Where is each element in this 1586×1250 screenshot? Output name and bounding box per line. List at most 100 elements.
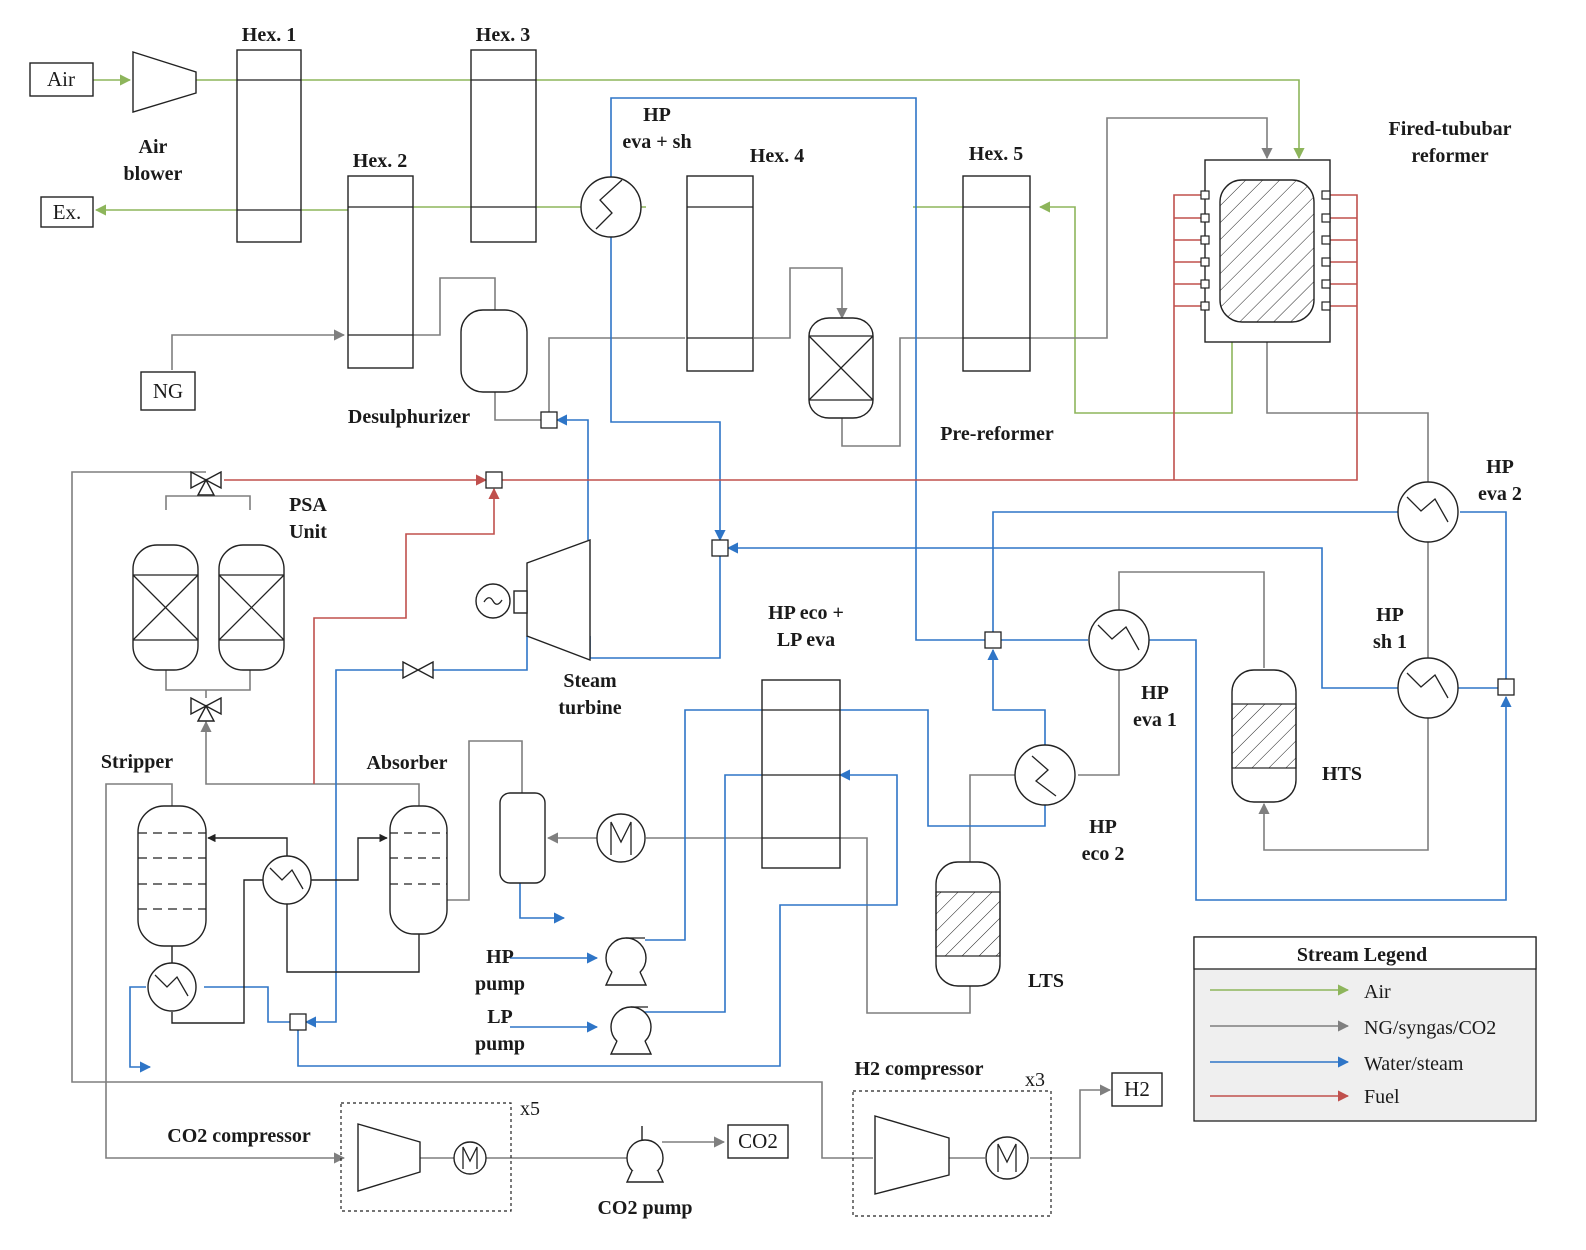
lean-rich-heat-exchanger (262, 855, 312, 905)
svg-text:H2: H2 (1124, 1077, 1150, 1101)
hp-eva-sh-heat-exchanger (580, 176, 642, 238)
hp-eco-lp-eva-exchanger (761, 679, 841, 869)
desulphurizer-vessel (460, 309, 528, 393)
hts-reactor (1231, 669, 1297, 803)
cooler-co2 (453, 1141, 487, 1175)
svg-text:Air: Air (1364, 981, 1391, 1003)
hex-5 (962, 175, 1031, 372)
hp-eva-2-heat-exchanger (1397, 481, 1459, 543)
lp-pump-label-1: LP (487, 1006, 513, 1028)
reformer-label-2: reformer (1411, 145, 1488, 167)
three-way-valve-top (190, 470, 222, 496)
steam-turbine-label-2: turbine (558, 697, 621, 719)
steam-turbine-label-1: Steam (563, 670, 617, 692)
legend-item-gas: NG/syngas/CO2 (1210, 1017, 1496, 1039)
stripper-label: Stripper (101, 751, 173, 773)
hp-eva-1-label-2: eva 1 (1133, 709, 1177, 731)
steam-valve (402, 660, 434, 680)
hex-4 (686, 175, 754, 372)
absorber-label: Absorber (366, 752, 447, 774)
hp-sh-1-heat-exchanger (1397, 657, 1459, 719)
hp-eva-2-label-1: HP (1486, 456, 1514, 478)
lp-pump-label-2: pump (475, 1033, 525, 1055)
cooler-h2 (985, 1136, 1029, 1180)
hts-label: HTS (1322, 763, 1362, 785)
hp-eva-1-heat-exchanger (1088, 609, 1150, 671)
hp-sh-1-label-2: sh 1 (1373, 631, 1407, 653)
svg-text:Air: Air (47, 67, 75, 91)
h2-compressor-label: H2 compressor (854, 1058, 983, 1080)
hex-2-label: Hex. 2 (353, 150, 407, 172)
co2-compressor-label: CO2 compressor (167, 1125, 311, 1147)
psa-column-left (132, 544, 199, 671)
h2-outlet-box: H2 (1111, 1072, 1163, 1107)
h2-compressor-stages: x3 (1025, 1069, 1045, 1091)
air-blower-label-2: blower (124, 163, 183, 185)
hex-3-label: Hex. 3 (476, 24, 530, 46)
svg-text:Ex.: Ex. (53, 200, 82, 224)
hex-4-label: Hex. 4 (750, 145, 804, 167)
hex-1 (236, 49, 302, 243)
three-way-valve-bottom (190, 696, 222, 722)
hex-1-label: Hex. 1 (242, 24, 296, 46)
co2-compressor-stages: x5 (520, 1098, 540, 1120)
pre-reformer-label: Pre-reformer (940, 423, 1054, 445)
hex-3 (470, 49, 537, 243)
hp-pump-label-1: HP (486, 946, 514, 968)
hp-eco-2-heat-exchanger (1014, 744, 1076, 806)
lp-pump (609, 1006, 653, 1055)
legend-item-fuel: Fuel (1210, 1086, 1400, 1108)
hp-eco-lp-eva-label-1: HP eco + (768, 602, 844, 624)
svg-text:NG/syngas/CO2: NG/syngas/CO2 (1364, 1017, 1496, 1039)
hp-pump (604, 937, 648, 986)
psa-unit-label-2: Unit (289, 521, 327, 543)
psa-column-right (218, 544, 285, 671)
air-inlet-box: Air (29, 62, 94, 97)
reformer-label-1: Fired-tububar (1389, 118, 1512, 140)
hp-eva-2-label-2: eva 2 (1478, 483, 1522, 505)
svg-text:Water/steam: Water/steam (1364, 1053, 1464, 1075)
fuel-streams (224, 194, 1358, 784)
gas-streams (71, 117, 1429, 1164)
labels: Hex. 1 Hex. 3 Hex. 2 Hex. 4 Hex. 5 Air b… (101, 24, 1522, 1219)
co2-pump (625, 1139, 665, 1183)
solvent-loop (171, 833, 643, 1142)
desulphurizer-label: Desulphurizer (348, 406, 470, 428)
stream-legend: Stream Legend Air NG/syngas/CO2 Water/st… (1193, 936, 1537, 1122)
legend-title: Stream Legend (1297, 944, 1427, 966)
legend-item-air: Air (1210, 981, 1391, 1003)
flash-separator (499, 792, 546, 884)
cooler-syngas (596, 813, 646, 863)
co2-compressor-group (340, 1102, 512, 1212)
co2-outlet-box: CO2 (727, 1124, 789, 1159)
hp-eco-lp-eva-label-2: LP eva (777, 629, 835, 651)
hp-eva-sh-label-1: HP (643, 104, 671, 126)
legend-item-water: Water/steam (1210, 1053, 1464, 1075)
svg-text:NG: NG (153, 379, 183, 403)
water-streams (129, 97, 1512, 1073)
stripper-column (137, 805, 207, 947)
psa-unit-label-1: PSA (289, 494, 327, 516)
pre-reformer-vessel (808, 317, 874, 419)
hex-5-label: Hex. 5 (969, 143, 1023, 165)
mixer-nodes (289, 411, 1515, 1031)
h2-compressor-group (852, 1090, 1052, 1217)
hp-eco-2-label-2: eco 2 (1082, 843, 1125, 865)
hp-pump-label-2: pump (475, 973, 525, 995)
hp-eva-sh-label-2: eva + sh (622, 131, 691, 153)
lts-reactor (935, 861, 1001, 987)
air-blower (132, 51, 197, 113)
lts-label: LTS (1028, 970, 1064, 992)
air-blower-label-1: Air (139, 136, 168, 158)
fired-reformer (1200, 159, 1331, 343)
svg-text:CO2: CO2 (738, 1129, 778, 1153)
hp-eva-1-label-1: HP (1141, 682, 1169, 704)
exhaust-box: Ex. (40, 196, 94, 228)
hp-eco-2-label-1: HP (1089, 816, 1117, 838)
co2-pump-label: CO2 pump (597, 1197, 692, 1219)
reboiler-heat-exchanger (147, 962, 197, 1012)
absorber-column (389, 805, 448, 935)
hex-2 (347, 175, 414, 369)
